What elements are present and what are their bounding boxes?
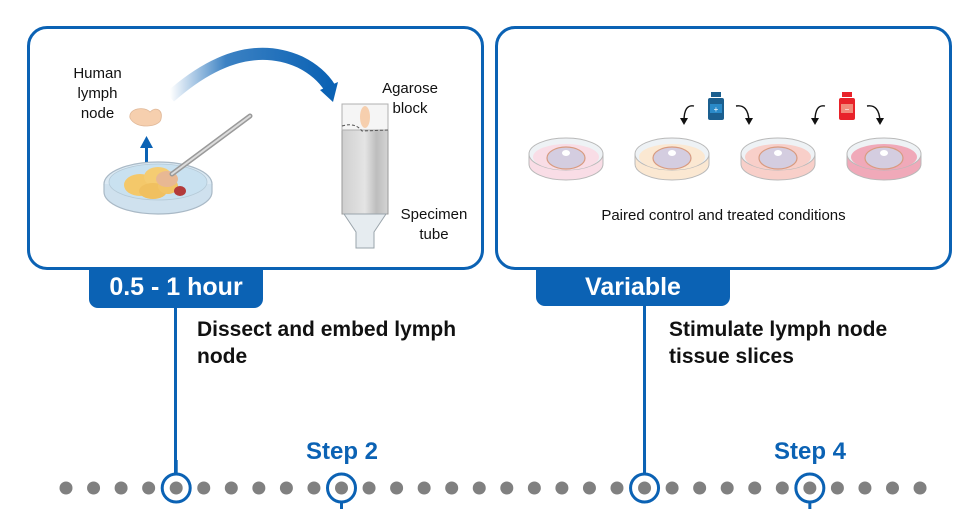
timeline-dot — [665, 481, 679, 495]
label-line: Human — [73, 65, 122, 82]
label-line: tube — [419, 226, 449, 243]
transfer-arrowhead-icon — [320, 82, 338, 102]
dissect-embed-illustration — [103, 47, 389, 249]
step-2-label: Step 2 — [305, 438, 379, 465]
timeline-dot — [720, 481, 734, 495]
timeline-dot — [335, 481, 348, 495]
up-arrow-icon — [145, 146, 148, 166]
step-description-stimulate: Stimulate lymph node tissue slices — [669, 318, 888, 368]
label-line: Specimen — [400, 206, 468, 223]
timeline-dot — [142, 481, 156, 495]
timeline-dot — [169, 481, 183, 495]
timeline-dot — [472, 481, 486, 495]
timeline-dot — [582, 481, 596, 495]
timeline-dot — [417, 481, 431, 495]
timeline-dot — [362, 481, 376, 495]
timeline-dot — [610, 481, 624, 495]
connector-line-dissect — [174, 306, 177, 474]
control-dish-2-icon — [634, 137, 710, 181]
timeline-dot — [87, 481, 101, 495]
timeline-dot — [527, 481, 541, 495]
treated-dish-2-icon — [846, 137, 922, 181]
stimulation-illustration: +− — [528, 92, 922, 181]
bottle-symbol: − — [845, 105, 850, 114]
tissue-icon — [124, 167, 186, 199]
control-dish-1-icon — [528, 137, 604, 181]
label-line: block — [392, 100, 428, 117]
step-4-label: Step 4 — [773, 438, 847, 465]
timeline-dot — [445, 481, 459, 495]
step-description-dissect: Dissect and embed lymph node — [197, 318, 457, 368]
duration-tab-stimulate: Variable — [536, 268, 730, 306]
label-line: lymph node — [77, 85, 118, 122]
lymph-node-icon — [129, 108, 162, 127]
timeline-dot — [858, 481, 872, 495]
timeline-dot — [638, 481, 652, 495]
timeline-dot — [913, 481, 927, 495]
timeline-dot — [279, 481, 293, 495]
human-lymph-node-label: Human lymph node — [60, 64, 135, 124]
dissect-embed-panel — [27, 26, 484, 270]
transfer-arrow-icon — [166, 47, 336, 102]
specimen-tube-label: Specimen tube — [394, 205, 474, 245]
timeline-dot — [59, 481, 73, 495]
timeline-dot — [224, 481, 238, 495]
duration-tab-dissect: 0.5 - 1 hour — [89, 268, 263, 308]
timeline-dot — [775, 481, 789, 495]
paired-conditions-caption: Paired control and treated conditions — [601, 207, 846, 224]
agarose-block-label: Agarose block — [380, 79, 440, 119]
timeline-dot — [197, 481, 211, 495]
timeline-dot — [886, 481, 899, 495]
timeline-dot — [693, 481, 707, 495]
timeline-dots — [59, 460, 927, 509]
timeline-dot — [748, 481, 762, 495]
timeline-dot — [500, 481, 514, 495]
blue-reagent-bottle-icon: + — [708, 92, 724, 120]
bottle-symbol: + — [714, 105, 719, 114]
label-line: Agarose — [382, 80, 438, 97]
timeline-dot — [307, 481, 321, 495]
timeline-dot — [252, 481, 266, 495]
timeline-dot — [830, 481, 844, 495]
timeline-dot — [555, 481, 569, 495]
red-reagent-bottle-icon: − — [839, 92, 855, 120]
treated-dish-1-icon — [740, 137, 816, 181]
timeline-dot — [803, 481, 817, 495]
connector-line-stimulate — [643, 306, 646, 474]
timeline-dot — [390, 481, 404, 495]
specimen-tube-icon — [341, 103, 389, 249]
timeline-dot — [114, 481, 128, 495]
